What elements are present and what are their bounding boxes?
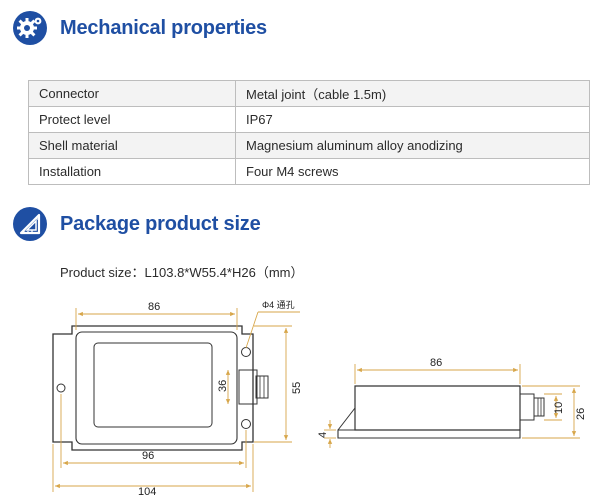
side-dim-small-label: 10 — [553, 402, 565, 414]
property-value: Four M4 screws — [235, 158, 590, 185]
section-title: Package product size — [60, 212, 261, 235]
ruler-triangle-icon — [13, 207, 47, 241]
mechanical-properties-header: Mechanical properties — [12, 10, 267, 46]
property-label: Protect level — [28, 106, 236, 133]
side-view-drawing: 86 10 26 4 — [317, 357, 587, 448]
property-value: Magnesium aluminum alloy anodizing — [235, 132, 590, 159]
package-size-header: Package product size — [12, 206, 261, 242]
property-value: IP67 — [235, 106, 590, 133]
gear-icon — [13, 11, 47, 45]
hole-callout-label: Φ4 通孔 — [262, 300, 295, 310]
table-row: Protect level IP67 — [28, 106, 590, 133]
mechanical-properties-table: Connector Metal joint（cable 1.5m) Protec… — [28, 80, 590, 185]
table-row: Shell material Magnesium aluminum alloy … — [28, 132, 590, 159]
product-size-text: Product size：L103.8*W55.4*H26（mm） — [60, 265, 304, 280]
property-label: Connector — [28, 80, 236, 107]
side-dim-base-label: 4 — [317, 432, 329, 438]
dim-inner-height-label: 36 — [217, 380, 229, 392]
section-title: Mechanical properties — [60, 16, 267, 39]
table-row: Installation Four M4 screws — [28, 158, 590, 185]
property-label: Shell material — [28, 132, 236, 159]
dim-hole-spacing-label: 96 — [142, 450, 154, 462]
property-value: Metal joint（cable 1.5m) — [235, 80, 590, 107]
top-view-drawing: 86 Φ4 通孔 36 55 96 104 — [52, 300, 303, 498]
dim-height-label: 55 — [291, 382, 303, 394]
dimension-drawings: 86 Φ4 通孔 36 55 96 104 — [52, 300, 587, 498]
table-row: Connector Metal joint（cable 1.5m) — [28, 80, 590, 107]
side-dim-width-label: 86 — [430, 357, 442, 369]
dim-width-top-label: 86 — [148, 301, 160, 313]
dim-total-width-label: 104 — [138, 486, 156, 498]
property-label: Installation — [28, 158, 236, 185]
side-dim-height-label: 26 — [575, 408, 587, 420]
